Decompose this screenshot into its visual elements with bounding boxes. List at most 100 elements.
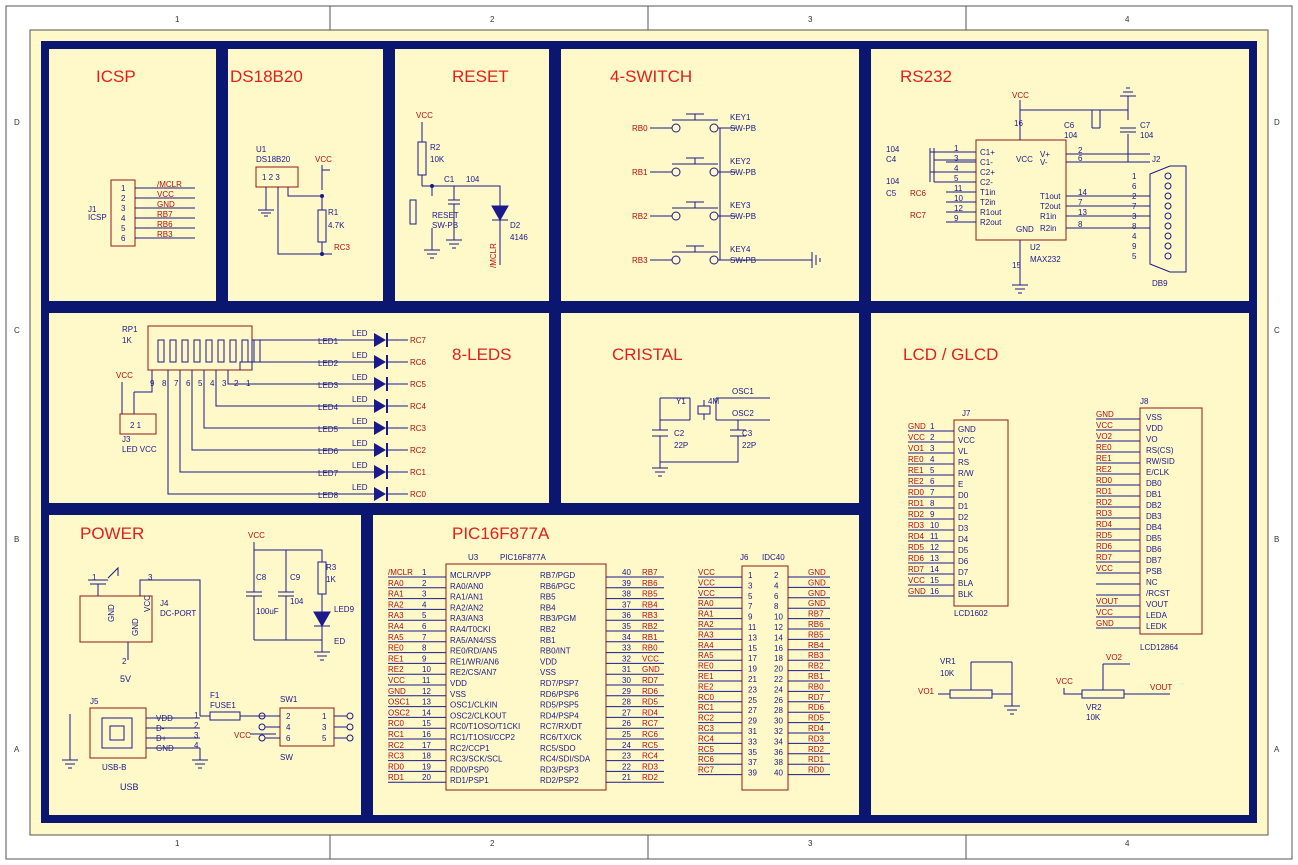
j4-pin1: 1 [92,573,97,582]
pic-pin-name: RA0/AN0 [450,582,484,591]
j8-net: RE1 [1096,454,1112,463]
j7-pin-name: RS [958,458,969,467]
idc-net: RE2 [698,682,714,691]
pic-pin-number: 38 [622,590,631,599]
pic-pin-name: OSC2/CLKOUT [450,711,507,720]
j7-part: LCD1602 [954,609,988,618]
idc-net: VCC [698,578,715,587]
led-label: LED [352,461,368,470]
pic-pin-number: 14 [422,708,431,717]
j7-pin-number: 15 [930,576,939,585]
icsp-net: VCC [157,190,174,199]
j8-net: VCC [1096,564,1113,573]
idc-pin-number: 13 [748,633,757,642]
pic-pin-name: RA3/AN3 [450,614,484,623]
pic-net: RD4 [642,708,659,717]
led-label: LED [352,483,368,492]
j8-pin-name: VDD [1146,424,1163,433]
j7-pin-number: 5 [930,466,935,475]
idc-pin-number: 11 [748,623,757,632]
pic-pin-name: RC5/SDO [540,744,576,753]
j7-pin-name: D6 [958,557,969,566]
max232-pin-number: 11 [954,184,963,193]
pic-pin-name: RB6/PGC [540,582,575,591]
title-cristal: CRISTAL [612,345,683,364]
switch-ref: KEY1 [730,113,751,122]
led-net: RC7 [410,336,427,345]
vo1-net: VO1 [918,687,935,696]
pic-net: RA3 [388,611,404,620]
pic-pin-number: 8 [422,644,427,653]
idc-net: RC5 [698,745,715,754]
j7-pin-number: 7 [930,488,935,497]
zone-row-left: B [14,535,19,544]
pic-pin-number: 3 [422,590,427,599]
idc-pin-number: 23 [748,685,757,694]
rs232-vcc: VCC [1012,91,1029,100]
pic-pin-number: 23 [622,752,631,761]
pic-net: RA0 [388,579,404,588]
pic-pin-number: 4 [422,600,427,609]
vo2-net: VO2 [1106,653,1123,662]
j7-pin-name: D2 [958,513,969,522]
pic-pin-name: RB4 [540,603,556,612]
j7-pin-name: BLA [958,579,974,588]
idc-pin-number: 25 [748,696,757,705]
pic-pin-number: 36 [622,611,631,620]
j7-net: RD2 [908,510,925,519]
max232-pin-name: R2out [980,218,1002,227]
zone-col-top: 2 [490,15,495,24]
y1-ref: Y1 [676,397,686,406]
j8-pin-name: DB3 [1146,512,1162,521]
switch-ref: KEY3 [730,201,751,210]
rp1-pin-number: 3 [222,379,227,388]
j7-net: RE2 [908,477,924,486]
led-net: RC0 [410,490,427,499]
max232-pin-number: 3 [954,154,959,163]
sw1-pin-number: 2 [286,712,291,721]
led-label: LED [352,373,368,382]
max232-pin-number: 7 [1078,198,1083,207]
pic-pin-name: RA4/T0CKI [450,625,490,634]
pic-pin-name: VDD [540,657,557,666]
led-ref: LED2 [318,359,339,368]
idc-net: RD0 [808,766,825,775]
j8-pin-name: DB2 [1146,501,1162,510]
icsp-net: RB6 [157,220,173,229]
pic-net: RD0 [388,762,405,771]
j7-pin-name: D5 [958,546,969,555]
j7-net: RD0 [908,488,925,497]
j8-pin-name: DB5 [1146,534,1162,543]
led-label: LED [352,417,368,426]
j7-pin-number: 8 [930,499,935,508]
max232-pin-name: C1- [980,158,993,167]
j7-pin-number: 6 [930,477,935,486]
zone-col-top: 1 [175,15,180,24]
reset-switch: RESET [432,211,459,220]
db9-pin-number: 2 [1132,192,1137,201]
led-label: LED [352,329,368,338]
max232-pin-name: R1out [980,208,1002,217]
idc-net: GND [808,578,826,587]
j8-pin-name: VO [1146,435,1158,444]
reset-vcc: VCC [416,111,433,120]
pic-pin-number: 18 [422,752,431,761]
zone-col-bottom: 4 [1125,839,1130,848]
pic-net: VCC [388,676,405,685]
pic-pin-number: 35 [622,622,631,631]
max232-pin-number: 10 [954,194,963,203]
sw1-pin-number: 1 [322,712,327,721]
pic-pin-number: 20 [422,773,431,782]
j7-pin-number: 14 [930,565,939,574]
max232-pin-name: T1out [1040,192,1061,201]
idc-pin-number: 15 [748,644,757,653]
switch-net: RB2 [632,212,648,221]
j8-net: RD5 [1096,531,1113,540]
pic-pin-number: 21 [622,773,631,782]
led-label: LED [352,439,368,448]
j7-pin-number: 1 [930,422,935,431]
pic-net: OSC2 [388,708,410,717]
rs232-pin-16: 16 [1014,119,1023,128]
